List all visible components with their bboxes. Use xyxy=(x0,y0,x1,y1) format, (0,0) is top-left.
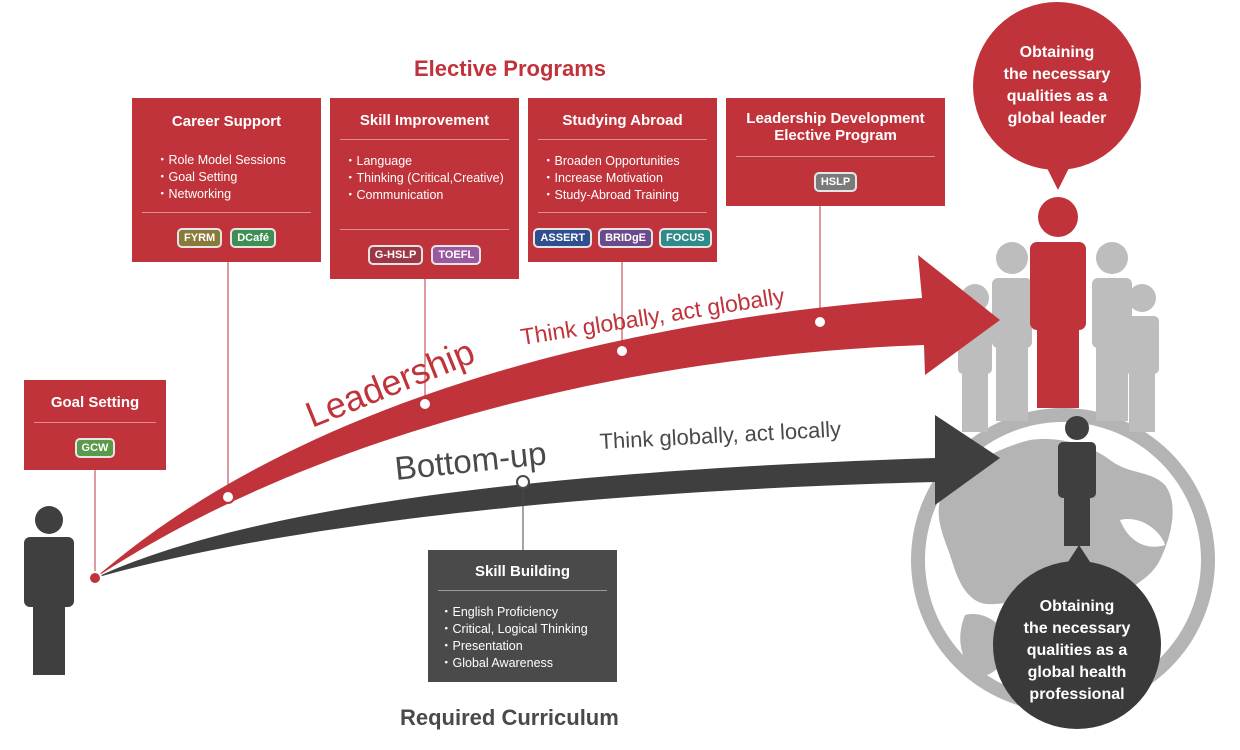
goal-setting-box: Goal Setting GCW xyxy=(24,380,166,470)
career-support-item: Goal Setting xyxy=(156,169,286,186)
leader-bubble-text: Obtaining the necessary qualities as a g… xyxy=(1003,44,1111,127)
leader-bubble xyxy=(973,2,1141,190)
skill-building-item: English Proficiency xyxy=(440,604,588,621)
bottom-up-arrow xyxy=(95,415,1000,578)
leadership-arrow xyxy=(95,255,1000,578)
skill-building-item: Critical, Logical Thinking xyxy=(440,621,588,638)
skill-improvement-item: Language xyxy=(344,153,504,170)
required-curriculum-heading: Required Curriculum xyxy=(400,705,619,730)
fyrm-tag[interactable]: FYRM xyxy=(177,228,223,248)
crowd-people xyxy=(958,242,1159,432)
skill-building-item: Global Awareness xyxy=(440,655,588,672)
start-person-icon xyxy=(24,506,74,675)
leadership-development-box: Leadership Development Elective Program … xyxy=(726,98,945,206)
skill-building-title: Skill Building xyxy=(474,563,570,580)
studying-abroad-title: Studying Abroad xyxy=(562,112,683,129)
skill-improvement-title: Skill Improvement xyxy=(359,112,490,129)
studying-abroad-box: Studying Abroad Broaden Opportunities In… xyxy=(528,98,717,262)
assert-tag[interactable]: ASSERT xyxy=(533,228,593,248)
g-hslp-tag[interactable]: G-HSLP xyxy=(367,245,424,265)
career-support-title: Career Support xyxy=(171,113,282,130)
skill-building-item: Presentation xyxy=(440,638,588,655)
bottom-up-motto: Think globally, act locally xyxy=(599,416,842,454)
gcw-tag[interactable]: GCW xyxy=(74,438,116,458)
goal-setting-title: Goal Setting xyxy=(50,394,140,411)
health-professional-icon xyxy=(1058,416,1096,546)
leadership-development-title: Leadership Development Elective Program xyxy=(746,110,925,144)
connector-dots xyxy=(88,315,827,585)
studying-abroad-item: Increase Motivation xyxy=(542,170,680,187)
career-support-item: Networking xyxy=(156,186,286,203)
dcafe-tag[interactable]: DCafé xyxy=(230,228,276,248)
health-bubble-text: Obtaining the necessary qualities as a g… xyxy=(1023,598,1131,703)
studying-abroad-item: Broaden Opportunities xyxy=(542,153,680,170)
global-leader-icon xyxy=(1030,197,1086,408)
toefl-tag[interactable]: TOEFL xyxy=(431,245,482,265)
career-support-box: Career Support Role Model Sessions Goal … xyxy=(132,98,321,262)
hslp-tag[interactable]: HSLP xyxy=(813,172,858,192)
bridge-tag[interactable]: BRIDgE xyxy=(598,228,654,248)
skill-improvement-item: Communication xyxy=(344,187,504,204)
health-bubble xyxy=(993,545,1161,729)
studying-abroad-item: Study-Abroad Training xyxy=(542,187,680,204)
career-support-item: Role Model Sessions xyxy=(156,152,286,169)
skill-improvement-box: Skill Improvement Language Thinking (Cri… xyxy=(330,98,519,279)
connector-lines xyxy=(94,206,821,578)
elective-programs-heading: Elective Programs xyxy=(414,56,606,81)
skill-building-box: Skill Building English Proficiency Criti… xyxy=(428,550,617,682)
skill-improvement-item: Thinking (Critical,Creative) xyxy=(344,170,504,187)
focus-tag[interactable]: FOCUS xyxy=(659,228,712,248)
